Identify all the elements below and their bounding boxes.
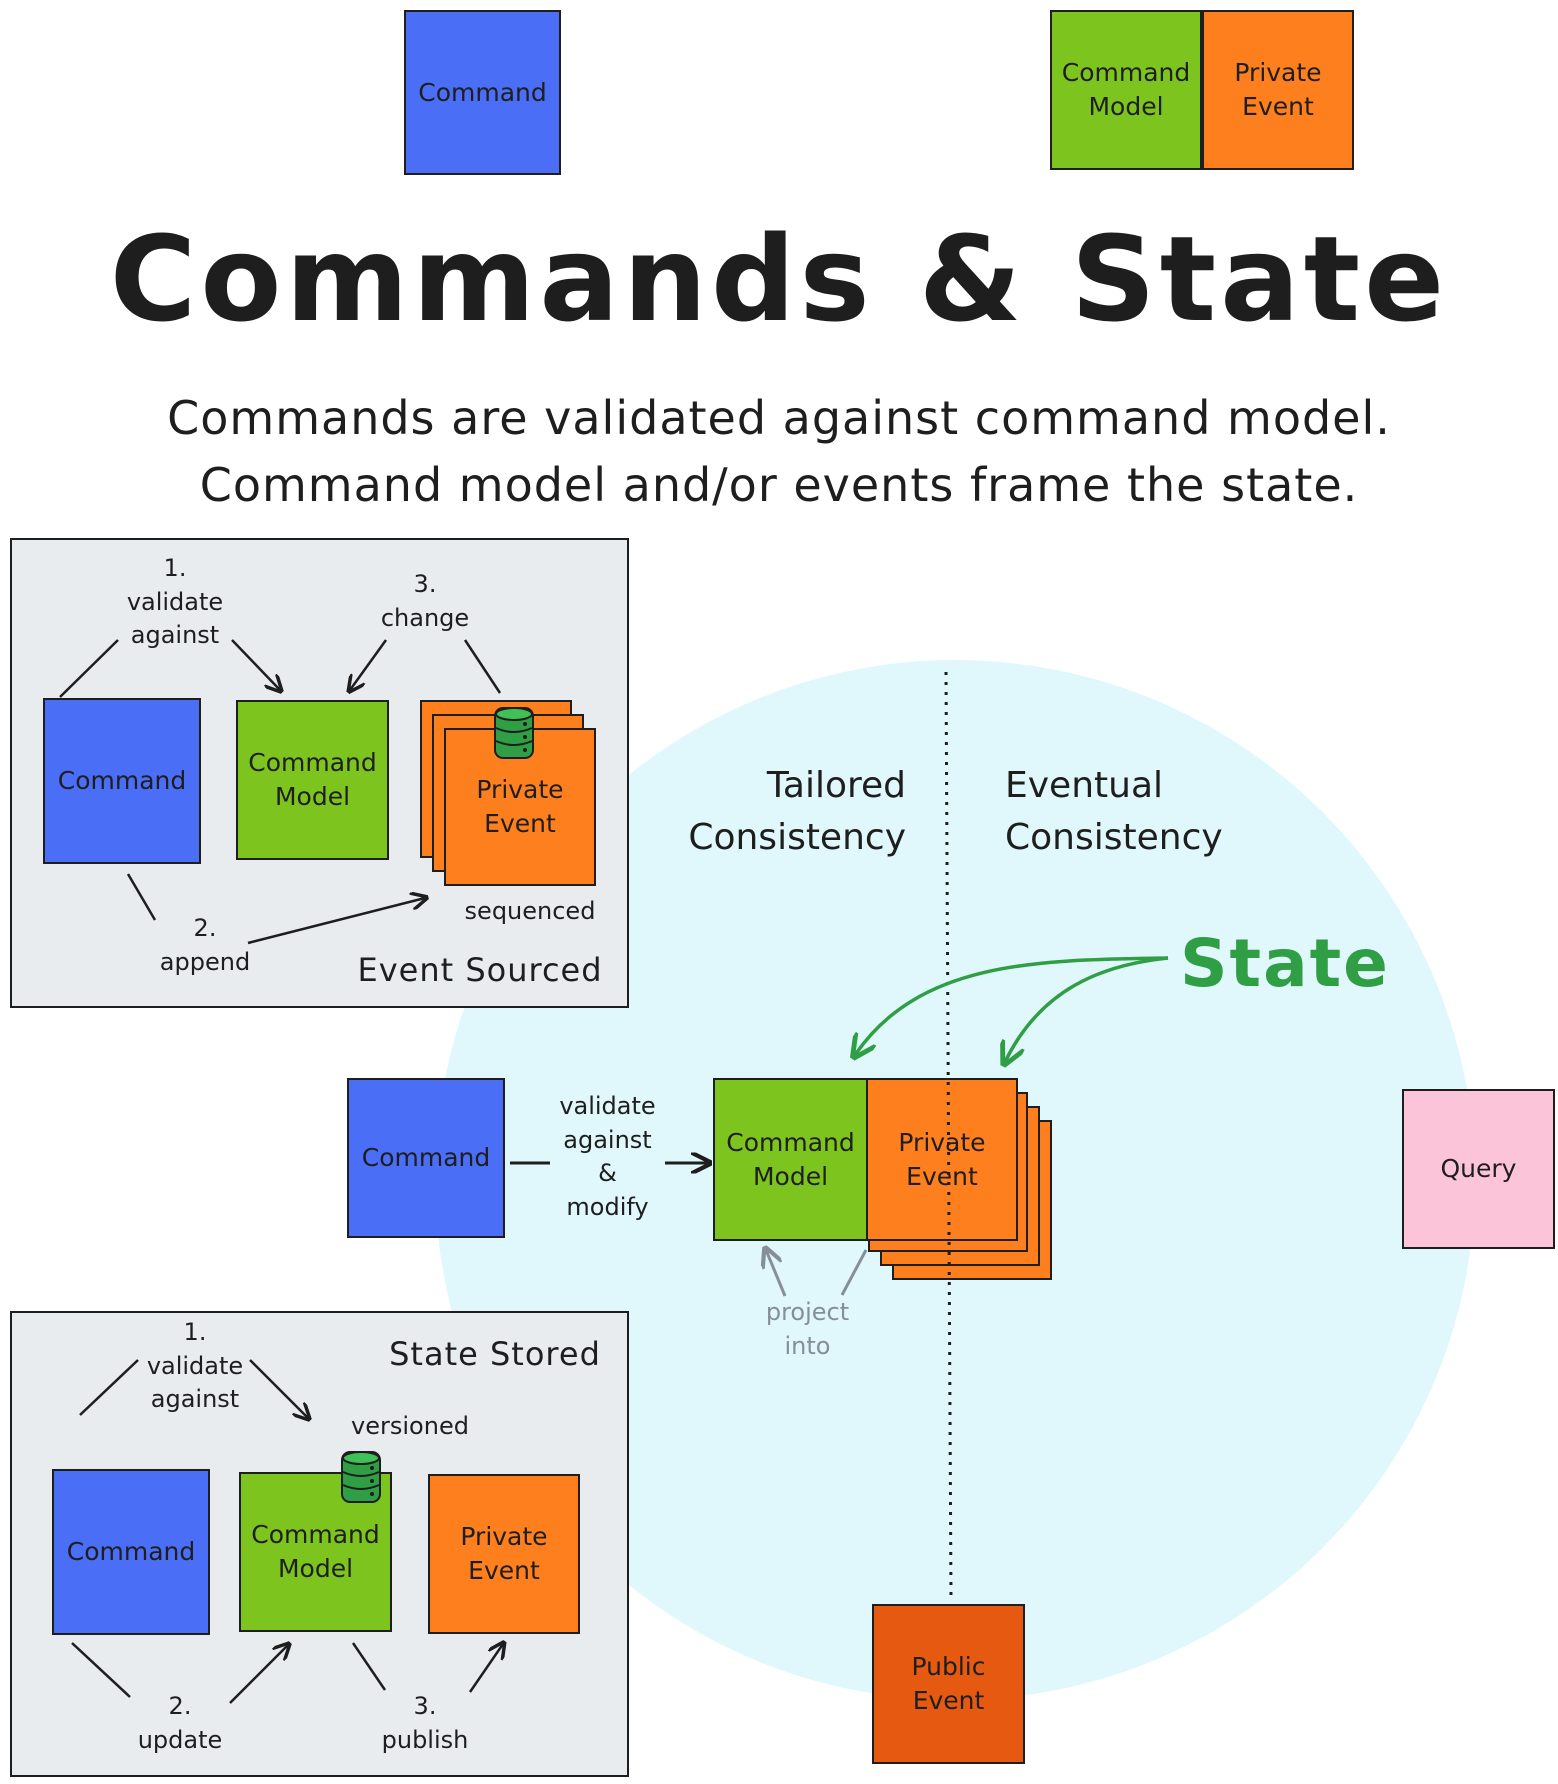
state-label: State [1180,925,1390,1002]
main-private-event: Private Event [866,1078,1018,1241]
ss-command: Command [52,1469,210,1635]
page-subtitle: Commands are validated against command m… [167,391,1391,512]
eventual-consistency-label: Eventual Consistency [1005,765,1223,859]
es-sequenced-label: sequenced [464,897,596,925]
validate-modify-label: validate against & modify [559,1092,656,1221]
database-icon [494,707,534,759]
project-into-label: project into [765,1298,850,1360]
es-step2-label: 2. append [159,914,251,976]
query: Query [1402,1089,1555,1249]
public-event: Public Event [872,1604,1025,1764]
ss-step2-label: 2. update [137,1692,223,1754]
legend-command: Command [404,10,561,175]
consistency-divider [944,671,953,1601]
ss-step1-label: 1. validate against [146,1318,244,1414]
es-step1-label: 1. validate against [126,554,224,650]
es-step3-label: 3. change [380,570,470,632]
ss-panel-title: State Stored [389,1335,601,1373]
legend-private-event: Private Event [1202,10,1354,170]
page-title: Commands & State [109,210,1449,348]
ss-step3-label: 3. publish [381,1692,469,1754]
es-panel-title: Event Sourced [357,951,603,989]
es-command-model: Command Model [236,700,389,860]
tailored-consistency-label: Tailored Consistency [688,765,906,859]
database-icon [341,1451,381,1503]
legend-command-model: Command Model [1050,10,1202,170]
main-command-model: Command Model [713,1078,868,1241]
es-command: Command [43,698,201,864]
ss-versioned-label: versioned [351,1412,469,1440]
main-command: Command [347,1078,505,1238]
ss-private-event: Private Event [428,1474,580,1634]
